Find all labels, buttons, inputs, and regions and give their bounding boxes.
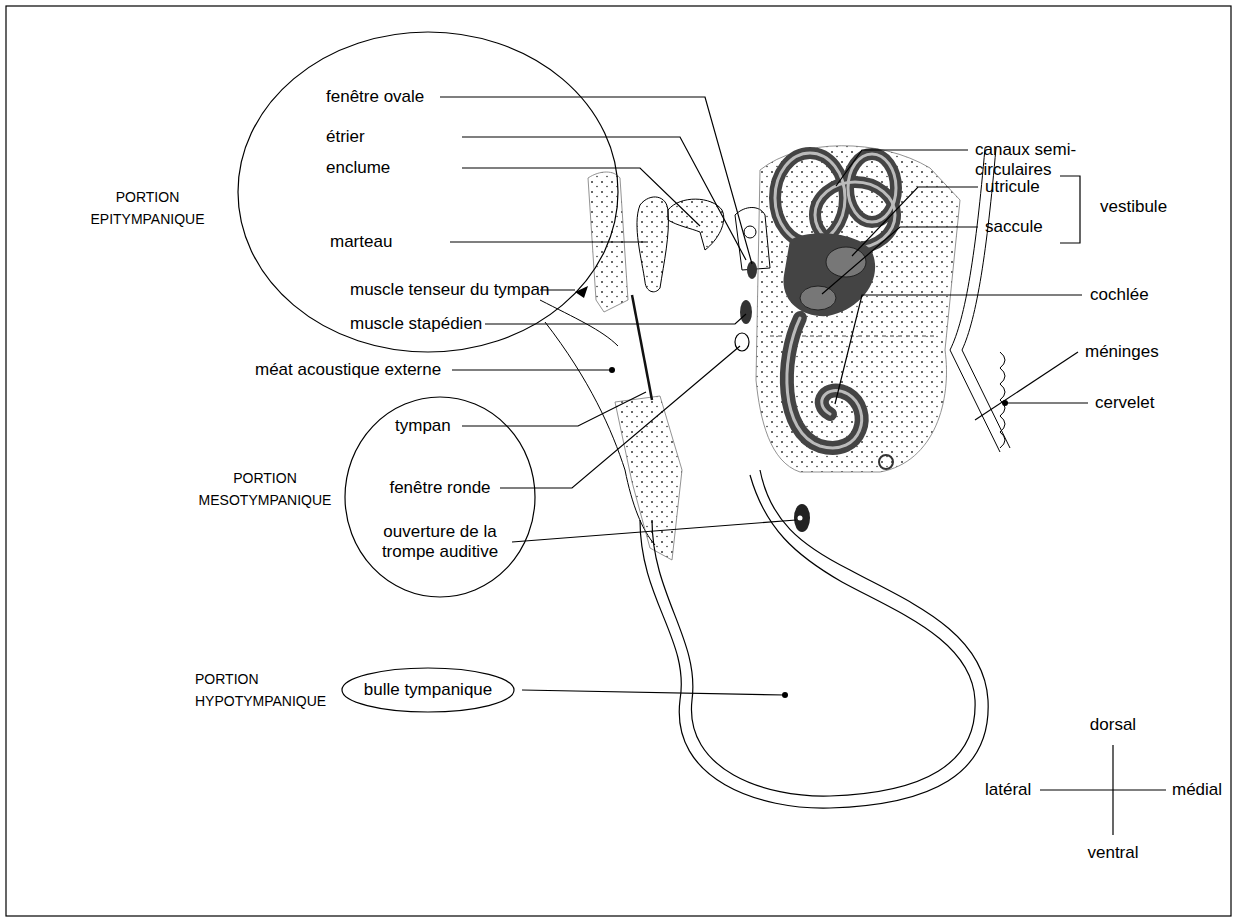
leader-line bbox=[452, 369, 612, 370]
tube-opening-dot bbox=[798, 516, 803, 521]
leader-line bbox=[1005, 402, 1088, 403]
part-label: fenêtre ovale bbox=[326, 87, 424, 107]
leader-line bbox=[512, 520, 796, 542]
leader-line bbox=[450, 241, 648, 242]
part-label: tympan bbox=[395, 416, 451, 436]
leader-line bbox=[462, 392, 646, 426]
part-label: marteau bbox=[330, 232, 392, 252]
part-label: méninges bbox=[1085, 342, 1159, 362]
leader-line bbox=[522, 690, 785, 695]
region-ellipse-node: PORTION HYPOTYMPANIQUE bulle tympanique bbox=[190, 664, 520, 716]
region-ellipse bbox=[345, 397, 535, 597]
direction-label: médial bbox=[1172, 780, 1222, 800]
region-ellipse-node: PORTION MESOTYMPANIQUE tympan fenêtre rond… bbox=[190, 395, 540, 600]
canal-lumen bbox=[848, 154, 896, 222]
cochlea bbox=[787, 318, 862, 448]
temporal-bone bbox=[615, 396, 682, 560]
leader-line bbox=[975, 352, 1078, 420]
meatus-wall bbox=[540, 300, 618, 346]
leader-line bbox=[440, 97, 752, 264]
part-label: muscle tenseur du tympan bbox=[350, 280, 549, 300]
direction-label: ventral bbox=[1073, 843, 1153, 863]
region-heading: PORTION MESOTYMPANIQUE bbox=[190, 467, 340, 511]
part-label: canaux semi-circulaires bbox=[975, 140, 1095, 180]
leader-line bbox=[836, 150, 968, 186]
part-label: ouverture de la trompe auditive bbox=[370, 522, 510, 562]
malleus bbox=[637, 197, 668, 292]
canal-lumen bbox=[775, 153, 845, 243]
tympanic-membrane bbox=[632, 295, 652, 400]
region-heading: PORTION EPITYMPANIQUE bbox=[80, 186, 215, 230]
stapedius-muscle bbox=[740, 300, 752, 324]
part-label: fenêtre ronde bbox=[360, 478, 520, 498]
saccule-shape bbox=[800, 286, 836, 310]
part-label: saccule bbox=[985, 217, 1043, 237]
vessel bbox=[879, 455, 893, 469]
group-label: vestibule bbox=[1100, 197, 1167, 217]
leader-line bbox=[835, 295, 1082, 404]
tube-opening bbox=[794, 504, 810, 532]
leader-line bbox=[822, 227, 978, 294]
region-ellipse bbox=[342, 668, 514, 712]
cochlea-lumen bbox=[787, 318, 862, 448]
part-label: étrier bbox=[326, 127, 365, 147]
part-label: cervelet bbox=[1095, 393, 1155, 413]
stapes-ring bbox=[744, 226, 756, 238]
part-label: utricule bbox=[985, 177, 1040, 197]
part-label: muscle stapédien bbox=[350, 314, 482, 334]
leader-dot bbox=[1002, 400, 1008, 406]
semicircular-canal bbox=[848, 154, 896, 222]
region-ellipse-node: PORTION EPITYMPANIQUE fenêtre ovale étrier… bbox=[80, 30, 620, 356]
leader-line bbox=[852, 187, 978, 256]
incus bbox=[668, 199, 724, 250]
direction-label: latéral bbox=[985, 780, 1031, 800]
region-ellipse bbox=[238, 32, 618, 352]
part-label: méat acoustique externe bbox=[255, 360, 441, 380]
leader-lines bbox=[440, 97, 1088, 695]
part-label: enclume bbox=[326, 158, 390, 178]
part-label: bulle tympanique bbox=[353, 680, 503, 700]
leader-line bbox=[500, 346, 740, 488]
part-label: cochlée bbox=[1090, 285, 1149, 305]
bulla-wall bbox=[640, 470, 988, 808]
leader-line bbox=[462, 168, 700, 226]
leader-dot bbox=[609, 367, 615, 373]
region-heading: PORTION HYPOTYMPANIQUE bbox=[195, 668, 335, 712]
bulla-wall bbox=[652, 475, 975, 796]
semicircular-canal bbox=[775, 153, 845, 243]
leader-dot bbox=[782, 692, 788, 698]
frame bbox=[6, 6, 1231, 916]
direction-label: dorsal bbox=[1073, 715, 1153, 735]
compass-axis bbox=[1040, 789, 1166, 790]
vestibule-bracket bbox=[1060, 176, 1080, 243]
leader-line bbox=[485, 314, 746, 324]
